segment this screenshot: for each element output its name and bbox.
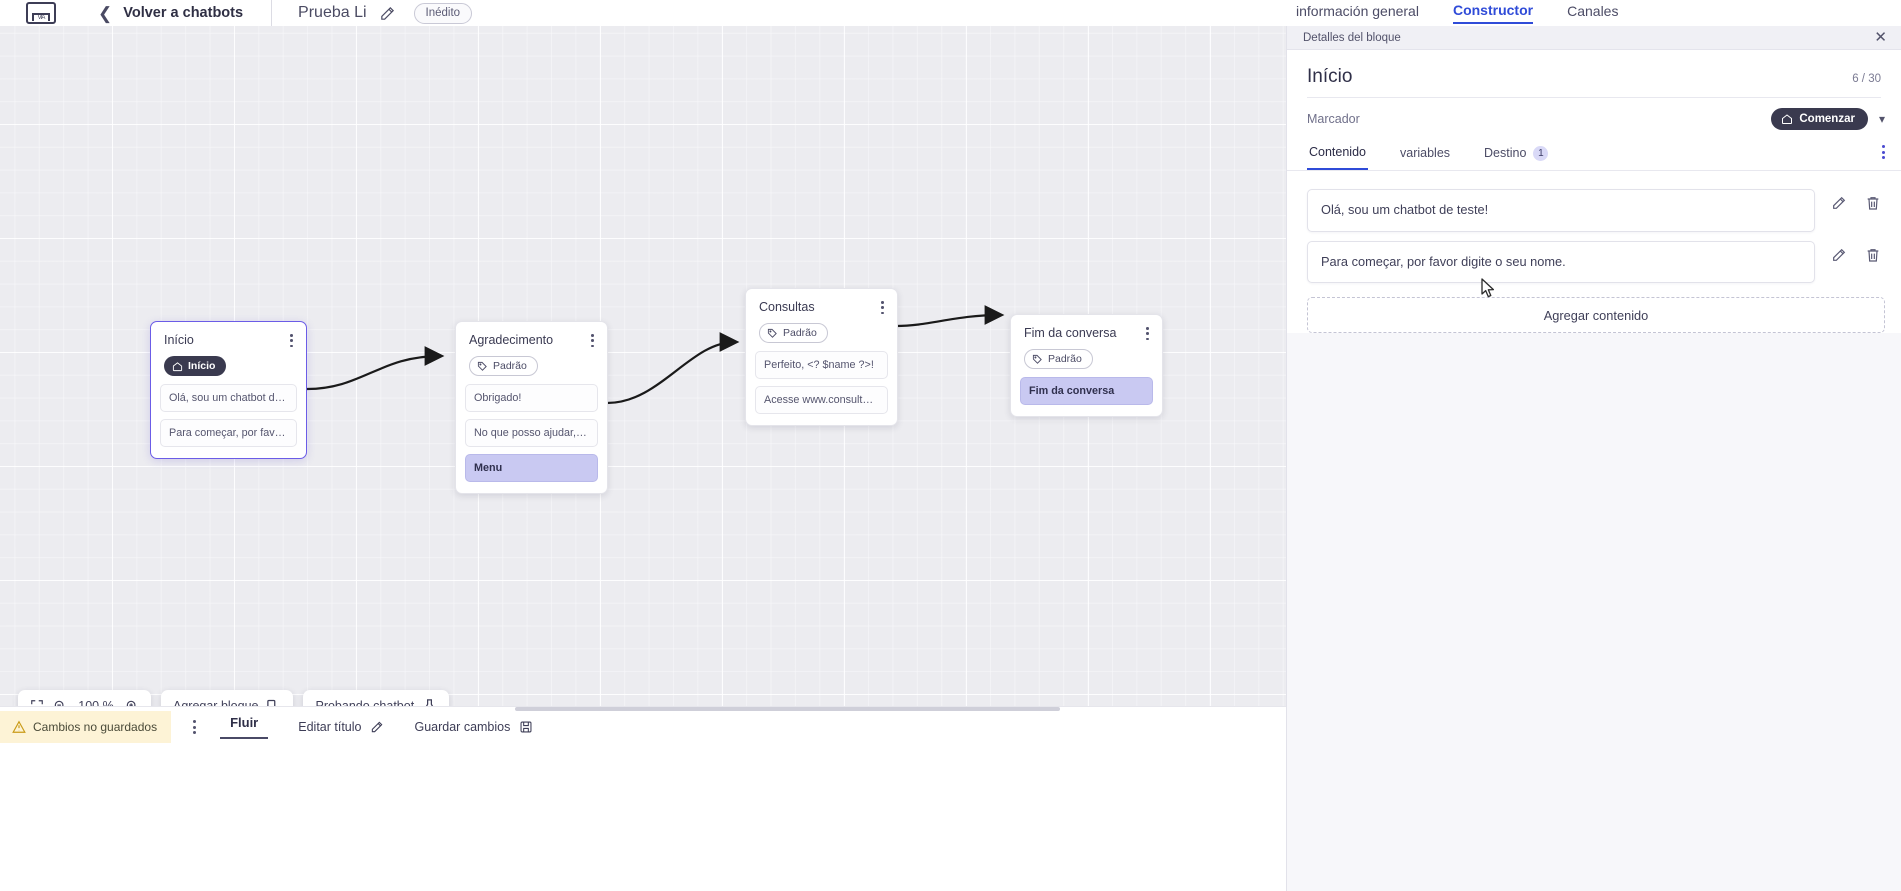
kebab-menu-icon[interactable]	[286, 332, 297, 349]
zoom-controls-group: 100 %	[18, 690, 151, 706]
save-changes-button[interactable]: Guardar cambios	[414, 720, 533, 734]
content-item: Para começar, por favor digite o seu nom…	[1307, 240, 1885, 284]
node-message-row[interactable]: Acesse www.consultas.com par...	[755, 385, 888, 414]
pencil-icon[interactable]	[379, 5, 396, 22]
flow-node-fim-da-conversa[interactable]: Fim da conversa Padrão Fim da conversa	[1010, 314, 1163, 417]
node-message-row[interactable]: Olá, sou um chatbot de teste!	[160, 383, 297, 412]
edit-title-button[interactable]: Editar título	[298, 720, 384, 734]
bottom-status-bar: Cambios no guardados Fluir Editar título…	[0, 706, 1286, 891]
node-badge-label: Padrão	[493, 360, 527, 373]
canvas-toolbar: 100 % Agregar bloque Probando chatbot	[18, 690, 450, 707]
tab-destino-badge: 1	[1533, 145, 1549, 161]
node-title: Agradecimento	[469, 333, 554, 347]
test-chatbot-button[interactable]: Probando chatbot	[303, 690, 450, 707]
kebab-menu-icon[interactable]	[1882, 145, 1885, 159]
top-tab-bar: información general Constructor Canales	[1286, 0, 1901, 26]
tab-contenido-label: Contenido	[1309, 145, 1366, 159]
node-message-row-end[interactable]: Fim da conversa	[1020, 376, 1153, 405]
warning-triangle-icon	[12, 720, 26, 734]
panel-topbar-label: Detalles del bloque	[1303, 31, 1401, 44]
tab-contenido[interactable]: Contenido	[1307, 140, 1368, 170]
tab-destino[interactable]: Destino 1	[1482, 141, 1550, 170]
node-message-row[interactable]: No que posso ajudar, <? $name ...	[465, 418, 598, 447]
via-logo: VIA	[26, 2, 56, 24]
panel-content-list: Olá, sou um chatbot de teste! Para começ…	[1287, 171, 1901, 284]
node-message-row[interactable]: Perfeito, <? $name ?>!	[755, 350, 888, 379]
header-divider	[271, 0, 273, 26]
back-chevron-icon[interactable]: ❮	[98, 3, 113, 23]
node-badge-label: Início	[188, 360, 216, 373]
kebab-menu-icon[interactable]	[1142, 325, 1153, 342]
back-to-chatbots-link[interactable]: Volver a chatbots	[123, 5, 244, 21]
node-message-row[interactable]: Obrigado!	[465, 383, 598, 412]
panel-counter: 6 / 30	[1852, 73, 1881, 85]
flow-node-consultas[interactable]: Consultas Padrão Perfeito, <? $name ?>! …	[745, 288, 898, 426]
node-badge-default: Padrão	[469, 356, 538, 377]
unsaved-changes-label: Cambios no guardados	[33, 720, 158, 734]
node-title: Consultas	[759, 300, 815, 314]
add-block-label: Agregar bloque	[173, 698, 259, 707]
save-changes-label: Guardar cambios	[414, 720, 511, 734]
node-message-row-menu[interactable]: Menu	[465, 453, 598, 482]
tab-fluir[interactable]: Fluir	[220, 715, 269, 739]
zoom-out-icon[interactable]	[53, 699, 67, 706]
node-title: Fim da conversa	[1024, 326, 1117, 340]
bot-title: Prueba Li	[298, 4, 367, 21]
tab-variables-label: variables	[1400, 146, 1451, 160]
trash-icon[interactable]	[1865, 195, 1881, 211]
node-title: Início	[164, 333, 194, 347]
node-badge-default: Padrão	[1024, 349, 1093, 370]
marker-badge-comenzar[interactable]: Comenzar	[1771, 108, 1868, 130]
tab-canales[interactable]: Canales	[1567, 3, 1619, 19]
tab-informacion-general[interactable]: información general	[1296, 3, 1419, 19]
node-message-row[interactable]: Para começar, por favor digite o ...	[160, 418, 297, 447]
zoom-level: 100 %	[78, 698, 114, 707]
tab-variables[interactable]: variables	[1398, 141, 1452, 169]
pencil-icon	[370, 720, 384, 734]
node-badge-start: Início	[164, 356, 227, 377]
panel-topbar: Detalles del bloque ✕	[1287, 26, 1901, 50]
unsaved-changes-badge: Cambios no guardados	[0, 711, 172, 743]
fit-screen-icon[interactable]	[30, 699, 44, 707]
node-badge-default: Padrão	[759, 323, 828, 344]
flask-icon	[422, 698, 437, 706]
flow-canvas[interactable]: Início Início Olá, sou um chatbot de tes…	[0, 26, 1286, 706]
save-icon	[519, 720, 533, 734]
node-badge-label: Padrão	[1048, 353, 1082, 366]
add-block-button[interactable]: Agregar bloque	[161, 690, 294, 707]
flow-edges	[306, 305, 1005, 405]
panel-title: Início	[1307, 66, 1353, 87]
kebab-menu-icon[interactable]	[587, 332, 598, 349]
tab-constructor[interactable]: Constructor	[1452, 2, 1534, 24]
close-icon[interactable]: ✕	[1874, 29, 1887, 46]
zoom-in-icon[interactable]	[125, 699, 139, 706]
test-chatbot-label: Probando chatbot	[315, 698, 415, 707]
edit-title-label: Editar título	[298, 720, 362, 734]
marker-label: Marcador	[1307, 112, 1360, 126]
content-card-text[interactable]: Olá, sou um chatbot de teste!	[1307, 189, 1815, 232]
kebab-menu-icon[interactable]	[877, 299, 888, 316]
pencil-icon[interactable]	[1831, 247, 1847, 263]
marker-row: Marcador Comenzar ▾	[1287, 98, 1901, 140]
add-content-button[interactable]: Agregar contenido	[1307, 297, 1885, 334]
pencil-icon[interactable]	[1831, 195, 1847, 211]
kebab-menu-icon[interactable]	[193, 720, 197, 734]
block-details-panel: Detalles del bloque ✕ Início 6 / 30 Marc…	[1286, 26, 1901, 891]
panel-divider	[1307, 97, 1881, 98]
trash-icon[interactable]	[1865, 247, 1881, 263]
status-badge: Inédito	[413, 2, 473, 24]
add-block-icon	[266, 698, 281, 706]
content-card-text[interactable]: Para começar, por favor digite o seu nom…	[1307, 240, 1815, 284]
content-item: Olá, sou um chatbot de teste!	[1307, 189, 1885, 232]
panel-body: Início 6 / 30 Marcador Comenzar ▾ Conten…	[1287, 50, 1901, 334]
horizontal-scrollbar[interactable]	[515, 707, 1060, 711]
chevron-down-icon[interactable]: ▾	[1878, 112, 1885, 126]
marker-badge-label: Comenzar	[1799, 113, 1855, 125]
panel-tab-bar: Contenido variables Destino 1	[1287, 140, 1901, 171]
tab-destino-label: Destino	[1484, 146, 1527, 160]
flow-node-agradecimento[interactable]: Agradecimento Padrão Obrigado! No que po…	[455, 321, 608, 494]
flow-node-inicio[interactable]: Início Início Olá, sou um chatbot de tes…	[150, 321, 307, 459]
node-badge-label: Padrão	[783, 327, 817, 340]
